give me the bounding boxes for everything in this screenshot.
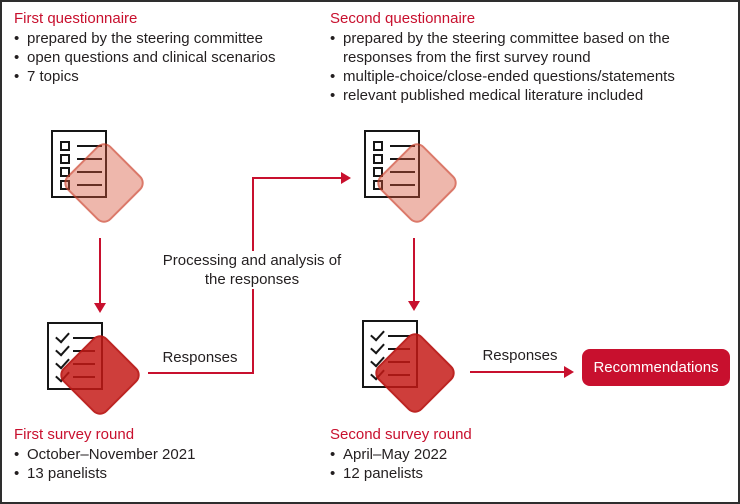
text-line-glyph [77, 157, 102, 160]
first-questionnaire-icon-group [51, 130, 161, 230]
second-survey-round-block: Second survey round • April–May 2022 • 12 … [330, 425, 635, 483]
second-questionnaire-icon-group [364, 130, 474, 230]
second-survey-round-icon-group [362, 320, 472, 420]
list-item: • 12 panelists [330, 464, 635, 483]
bullet-marker: • [330, 465, 336, 482]
checkbox-glyph [373, 153, 383, 164]
text-line-glyph [388, 334, 410, 337]
text-line-glyph [390, 170, 415, 173]
list-item: • October–November 2021 [14, 445, 319, 464]
first-questionnaire-block: First questionnaire • prepared by the ste… [14, 9, 319, 86]
text-line-glyph [390, 157, 415, 160]
bullet-marker: • [14, 446, 20, 463]
bullet-marker: • [330, 30, 336, 47]
bullet-text: 13 panelists [27, 465, 108, 482]
checkbox-glyph [373, 166, 383, 177]
questionnaire-icon [364, 130, 420, 198]
text-line-glyph [73, 336, 95, 339]
text-line-glyph [77, 170, 102, 173]
second-questionnaire-title: Second questionnaire [330, 10, 476, 27]
bullet-marker: • [14, 30, 20, 47]
list-item: • 13 panelists [14, 464, 319, 483]
first-survey-round-title: First survey round [14, 426, 135, 443]
bullet-text: 12 panelists [343, 465, 424, 482]
responses-label-right: Responses [468, 346, 572, 365]
second-survey-round-title: Second survey round [330, 426, 472, 443]
bullet-marker: • [330, 87, 336, 104]
bullet-text: multiple-choice/close-ended questions/st… [343, 68, 675, 85]
first-survey-round-icon-group [47, 322, 157, 422]
list-item: • prepared by the steering committee [14, 29, 319, 48]
arrowhead-down-right [408, 301, 420, 311]
arrowhead-right-top [341, 172, 351, 184]
checkbox-glyph [373, 140, 383, 151]
checkbox-glyph [60, 166, 70, 177]
text-line-glyph [390, 144, 415, 147]
list-item: • April–May 2022 [330, 445, 635, 464]
text-line-glyph [390, 183, 415, 186]
bullet-text: October–November 2021 [27, 446, 196, 463]
list-item: • 7 topics [14, 67, 319, 86]
bullet-text: 7 topics [27, 68, 79, 85]
first-survey-round-block: First survey round • October–November 202… [14, 425, 319, 483]
checkbox-glyph [60, 179, 70, 190]
list-item: • prepared by the steering committee base… [330, 29, 728, 67]
processing-label: Processing and analysis of the responses [154, 251, 350, 289]
checkbox-glyph [60, 140, 70, 151]
bullet-text: April–May 2022 [343, 446, 448, 463]
text-line-glyph [77, 144, 102, 147]
bullet-text: relevant published medical literature in… [343, 87, 644, 104]
list-item: • relevant published medical literature i… [330, 86, 728, 105]
bullet-marker: • [14, 68, 20, 85]
checkbox-glyph [60, 153, 70, 164]
bullet-text: prepared by the steering committee based… [343, 30, 670, 66]
responses-label-left: Responses [149, 348, 251, 367]
questionnaire-icon [51, 130, 107, 198]
checkbox-glyph [373, 179, 383, 190]
bullet-marker: • [14, 49, 20, 66]
bullet-marker: • [14, 465, 20, 482]
bullet-text: prepared by the steering committee [27, 30, 263, 47]
first-questionnaire-title: First questionnaire [14, 10, 138, 27]
text-line-glyph [77, 183, 102, 186]
arrowhead-down-left [94, 303, 106, 313]
list-item: • multiple-choice/close-ended questions/s… [330, 67, 728, 86]
bullet-text: open questions and clinical scenarios [27, 49, 276, 66]
bullet-marker: • [330, 446, 336, 463]
recommendations-box: Recommendations [582, 349, 730, 386]
second-questionnaire-block: Second questionnaire • prepared by the st… [330, 9, 728, 105]
bullet-marker: • [330, 68, 336, 85]
list-item: • open questions and clinical scenarios [14, 48, 319, 67]
arrowhead-right-bottom [564, 366, 574, 378]
